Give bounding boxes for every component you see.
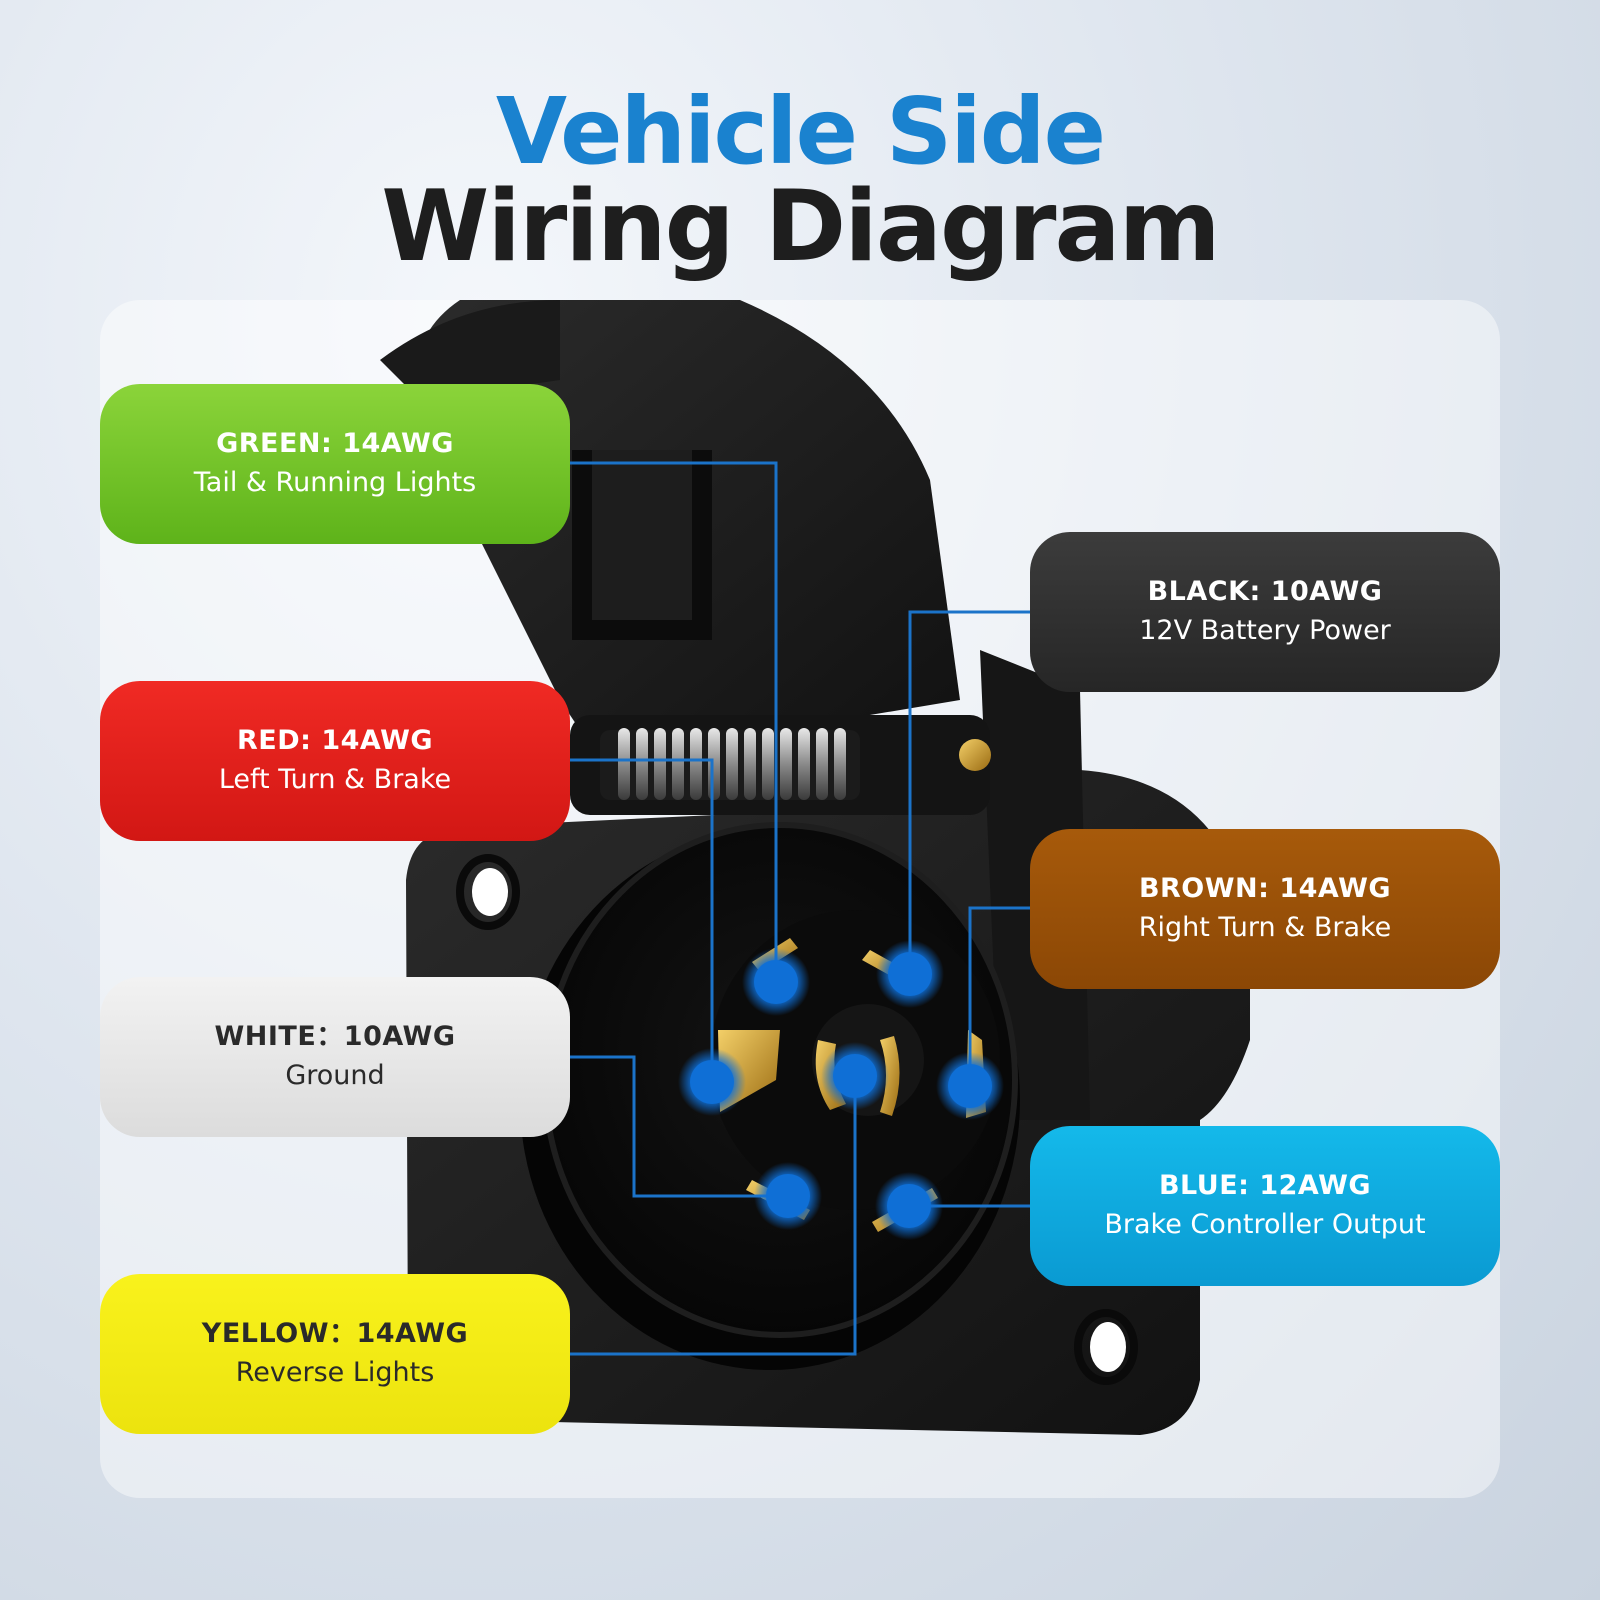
label-blue-description: Brake Controller Output [1104,1208,1426,1240]
hinge-spring [570,715,991,815]
label-green-wire: GREEN: 14AWG Tail & Running Lights [100,384,570,544]
label-white-code: WHITE：10AWG [214,1020,456,1052]
label-black-wire: BLACK: 10AWG 12V Battery Power [1030,532,1500,692]
title-line-1: Vehicle Side [495,78,1106,185]
label-green-description: Tail & Running Lights [193,466,477,498]
pin-dots [678,940,1004,1240]
leader-line-black [908,610,1030,974]
label-yellow-wire: YELLOW：14AWG Reverse Lights [100,1274,570,1434]
label-black-description: 12V Battery Power [1139,614,1391,646]
label-green-code: GREEN: 14AWG [216,427,454,459]
leader-line-red [570,758,714,1082]
label-red-code: RED: 14AWG [236,724,434,756]
label-brown-wire: BROWN: 14AWG Right Turn & Brake [1030,829,1500,989]
label-brown-description: Right Turn & Brake [1138,911,1392,943]
label-red-description: Left Turn & Brake [218,763,452,795]
label-brown-code: BROWN: 14AWG [1138,872,1392,904]
label-black-code: BLACK: 10AWG [1147,575,1383,607]
label-red-wire: RED: 14AWG Left Turn & Brake [100,681,570,841]
leader-line-yellow [570,1076,857,1356]
leader-line-brown [968,906,1030,1086]
label-blue-code: BLUE: 12AWG [1158,1169,1372,1201]
label-white-description: Ground [285,1059,385,1091]
title-line-2: Wiring Diagram [381,170,1220,284]
label-yellow-description: Reverse Lights [235,1356,435,1388]
label-blue-wire: BLUE: 12AWG Brake Controller Output [1030,1126,1500,1286]
leader-line-green [570,461,778,982]
label-yellow-code: YELLOW：14AWG [201,1317,469,1349]
leader-line-white [570,1055,788,1198]
label-white-wire: WHITE：10AWG Ground [100,977,570,1137]
leader-lines [570,461,1030,1356]
